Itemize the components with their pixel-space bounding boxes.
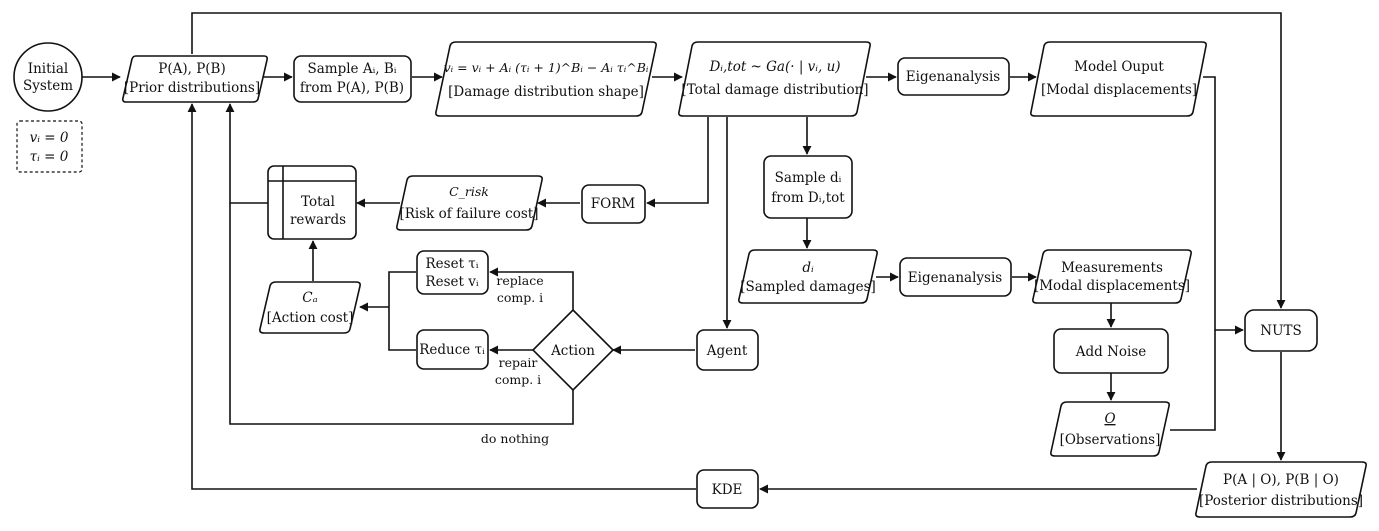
sample-d-line2: from Dᵢ,tot — [771, 190, 845, 206]
edge-kde-prior — [187, 103, 696, 490]
edge-top-loop-nuts — [191, 12, 1286, 309]
sample-ab-line1: Sample Aᵢ, Bᵢ — [307, 61, 396, 77]
rewards-line1: Total — [301, 194, 335, 210]
edge-action-reset — [489, 267, 574, 310]
sampled-damages-line2: [Sampled damages] — [740, 279, 876, 295]
node-observations: O [Observations] — [1050, 401, 1170, 457]
edge-label-replace-line1: replace — [496, 273, 543, 288]
eigen-mid-label: Eigenanalysis — [908, 270, 1002, 286]
rewards-line2: rewards — [290, 212, 346, 228]
total-damage-line1: Dᵢ,tot ~ Ga(· | vᵢ, u) — [708, 59, 840, 75]
reduce-label: Reduce τᵢ — [419, 342, 485, 358]
node-model-output: Model Ouput [Modal displacements] — [1030, 41, 1207, 117]
edge-total-form — [646, 117, 709, 208]
edge-model-output-nuts — [1203, 76, 1244, 335]
prior-line1: P(A), P(B) — [158, 61, 226, 77]
node-nuts: NUTS — [1244, 309, 1318, 352]
edge-do-nothing — [229, 203, 574, 425]
node-total-rewards: Total rewards — [267, 165, 357, 240]
edge-reset-action-cost — [388, 271, 416, 351]
node-initial-values: vᵢ = 0 τᵢ = 0 — [16, 120, 83, 173]
model-output-line1: Model Ouput — [1074, 59, 1164, 75]
action-cost-line2: [Action cost] — [267, 310, 354, 326]
node-eigenanalysis-top: Eigenanalysis — [897, 57, 1010, 96]
node-total-damage: Dᵢ,tot ~ Ga(· | vᵢ, u) [Total damage dis… — [678, 41, 871, 117]
observations-line2: [Observations] — [1060, 432, 1161, 448]
node-reduce: Reduce τᵢ — [416, 329, 489, 370]
edge-label-repair-line2: comp. i — [495, 372, 541, 387]
edge-observations-nuts — [1170, 330, 1216, 431]
node-reset: Reset τᵢ Reset vᵢ — [416, 250, 489, 295]
init-vals-line1: vᵢ = 0 — [30, 130, 69, 146]
node-sample-d: Sample dᵢ from Dᵢ,tot — [763, 155, 853, 219]
measurements-line1: Measurements — [1061, 260, 1163, 276]
node-action: Action — [531, 308, 615, 392]
edges — [82, 12, 1286, 494]
node-initial-system: Initial System — [13, 42, 83, 112]
node-eigenanalysis-mid: Eigenanalysis — [899, 257, 1012, 297]
node-kde: KDE — [696, 469, 759, 509]
sample-ab-line2: from P(A), P(B) — [300, 80, 404, 96]
edge-rewards-prior — [225, 103, 268, 204]
node-add-noise: Add Noise — [1053, 328, 1169, 374]
reset-line1: Reset τᵢ — [426, 256, 479, 272]
edge-label-replace-line2: comp. i — [497, 290, 543, 305]
node-form: FORM — [581, 184, 646, 224]
edge-label-repair-line1: repair — [499, 355, 538, 370]
action-cost-line1: Cₐ — [302, 290, 317, 306]
damage-shape-line2: [Damage distribution shape] — [448, 84, 644, 100]
sampled-damages-line1: dᵢ — [802, 260, 814, 276]
initial-line2: System — [23, 78, 73, 94]
form-label: FORM — [591, 196, 636, 212]
action-label: Action — [550, 343, 595, 359]
observations-line1: O — [1104, 411, 1115, 427]
node-measurements: Measurements [Modal displacements] — [1032, 249, 1192, 304]
risk-line1: C_risk — [449, 184, 489, 199]
measurements-line2: [Modal displacements] — [1034, 278, 1190, 294]
eigen-top-label: Eigenanalysis — [906, 69, 1000, 85]
agent-label: Agent — [706, 343, 748, 359]
node-agent: Agent — [696, 329, 759, 371]
node-prior-distributions: P(A), P(B) [Prior distributions] — [122, 55, 268, 103]
node-sampled-damages: dᵢ [Sampled damages] — [738, 249, 878, 304]
risk-line2: [Risk of failure cost] — [400, 206, 539, 222]
damage-shape-line1: vᵢ = vᵢ + Aᵢ (τᵢ + 1)^Bᵢ − Aᵢ τᵢ^Bᵢ — [444, 60, 649, 75]
init-vals-line2: τᵢ = 0 — [30, 149, 69, 165]
add-noise-label: Add Noise — [1075, 344, 1147, 360]
node-sample-ab: Sample Aᵢ, Bᵢ from P(A), P(B) — [293, 55, 412, 103]
node-action-cost: Cₐ [Action cost] — [259, 281, 361, 334]
nuts-label: NUTS — [1260, 323, 1301, 339]
node-damage-shape: vᵢ = vᵢ + Aᵢ (τᵢ + 1)^Bᵢ − Aᵢ τᵢ^Bᵢ [Dam… — [435, 41, 657, 117]
node-posterior: P(A | O), P(B | O) [Posterior distributi… — [1195, 461, 1367, 518]
kde-label: KDE — [712, 482, 743, 498]
node-risk-cost: C_risk [Risk of failure cost] — [396, 175, 543, 231]
initial-line1: Initial — [28, 61, 68, 77]
sample-d-line1: Sample dᵢ — [775, 170, 842, 186]
model-output-line2: [Modal displacements] — [1041, 82, 1197, 98]
posterior-line1: P(A | O), P(B | O) — [1223, 472, 1339, 488]
reset-line2: Reset vᵢ — [425, 274, 478, 290]
edge-label-do-nothing: do nothing — [481, 431, 549, 446]
prior-line2: [Prior distributions] — [124, 80, 260, 96]
total-damage-line2: [Total damage distribution] — [681, 82, 868, 98]
posterior-line2: [Posterior distributions] — [1199, 493, 1363, 509]
